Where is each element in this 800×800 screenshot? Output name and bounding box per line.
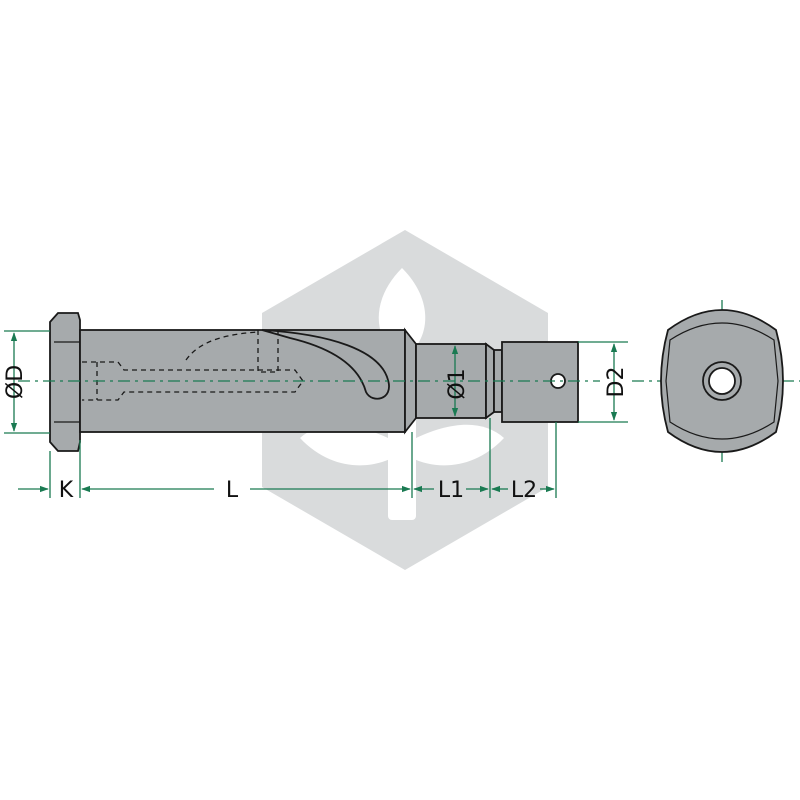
end-view-hole-inner (708, 367, 736, 395)
label-K: K (59, 478, 74, 503)
label-D2: D2 (604, 367, 629, 398)
label-L1: L1 (438, 478, 464, 503)
label-L: L (226, 478, 239, 503)
label-L2: L2 (511, 478, 537, 503)
lube-groove (261, 329, 390, 400)
pin-end-section (501, 341, 579, 423)
label-dia-1: Ø1 (445, 368, 470, 399)
pin-head (49, 312, 81, 452)
dimensions (4, 330, 628, 498)
pin-end-view (660, 309, 784, 453)
label-dia-D: ØD (3, 365, 28, 399)
